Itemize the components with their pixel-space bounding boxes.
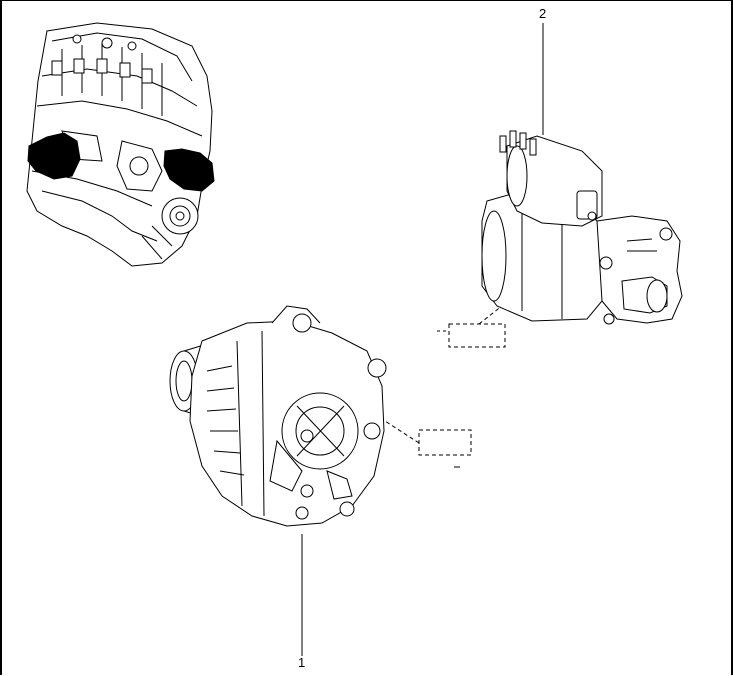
engine-block-illustration [26, 22, 215, 267]
highlight-mount-left [27, 132, 81, 180]
alternator-illustration [169, 305, 387, 527]
starter-motor-illustration [481, 130, 683, 325]
callout-label-2: 2 [539, 6, 547, 21]
reference-box-alternator [384, 420, 472, 468]
callout-label-1: 1 [298, 655, 306, 670]
highlight-mount-right [163, 148, 215, 192]
